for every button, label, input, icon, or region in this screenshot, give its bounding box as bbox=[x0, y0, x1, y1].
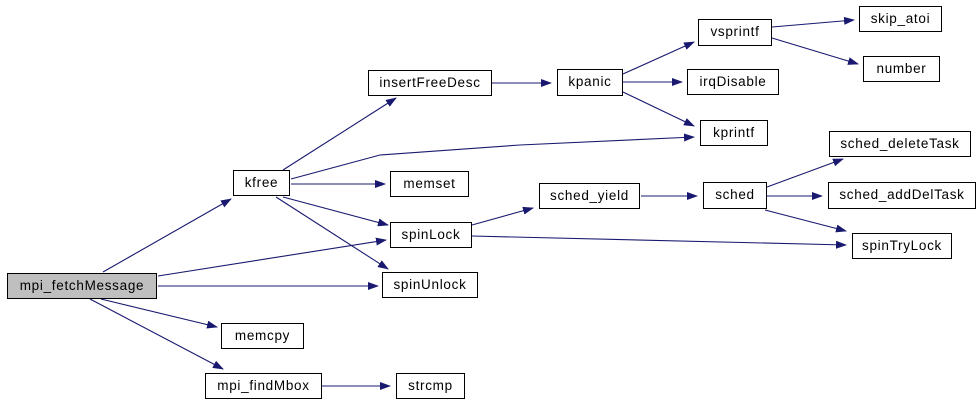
node-irqDisable[interactable]: irqDisable bbox=[687, 69, 779, 95]
node-mpi_fetchMessage: mpi_fetchMessage bbox=[7, 273, 157, 299]
edge-kfree-to-kprintf bbox=[290, 133, 695, 180]
node-kfree[interactable]: kfree bbox=[233, 170, 290, 196]
node-kprintf[interactable]: kprintf bbox=[700, 120, 768, 146]
node-sched_yield[interactable]: sched_yield bbox=[539, 183, 640, 209]
node-label-skip_atoi: skip_atoi bbox=[870, 10, 931, 26]
node-sched_deleteTask[interactable]: sched_deleteTask bbox=[829, 131, 971, 157]
node-memset[interactable]: memset bbox=[390, 171, 469, 197]
node-number[interactable]: number bbox=[863, 56, 940, 82]
edge-vsprintf-to-number bbox=[771, 37, 859, 65]
edge-mpi_fetchMessage-to-memcpy bbox=[100, 298, 218, 329]
node-label-sched: sched bbox=[715, 187, 755, 203]
node-label-memset: memset bbox=[403, 175, 456, 191]
node-spinLock[interactable]: spinLock bbox=[390, 222, 472, 248]
node-label-vsprintf: vsprintf bbox=[710, 24, 760, 40]
node-sched_addDelTask[interactable]: sched_addDelTask bbox=[828, 182, 976, 209]
edge-kfree-to-spinLock bbox=[282, 196, 389, 227]
node-skip_atoi[interactable]: skip_atoi bbox=[859, 6, 942, 32]
edge-spinLock-to-spinTryLock bbox=[471, 235, 847, 249]
node-spinTryLock[interactable]: spinTryLock bbox=[852, 233, 952, 259]
node-label-sched_yield: sched_yield bbox=[550, 187, 629, 203]
node-label-sched_addDelTask: sched_addDelTask bbox=[839, 187, 965, 203]
node-strcmp[interactable]: strcmp bbox=[396, 373, 465, 399]
node-label-kprintf: kprintf bbox=[713, 124, 755, 140]
node-label-spinTryLock: spinTryLock bbox=[862, 237, 942, 253]
edge-vsprintf-to-skip_atoi bbox=[771, 16, 855, 28]
edge-kpanic-to-vsprintf bbox=[622, 41, 695, 75]
node-label-memcpy: memcpy bbox=[234, 327, 291, 343]
edge-kfree-to-insertFreeDesc bbox=[282, 97, 397, 171]
node-mpi_findMbox[interactable]: mpi_findMbox bbox=[205, 373, 322, 399]
node-vsprintf[interactable]: vsprintf bbox=[698, 19, 772, 46]
node-label-insertFreeDesc: insertFreeDesc bbox=[379, 74, 481, 90]
node-label-strcmp: strcmp bbox=[408, 377, 453, 393]
node-sched[interactable]: sched bbox=[703, 182, 767, 209]
edge-mpi_fetchMessage-to-spinLock bbox=[157, 237, 387, 277]
edge-sched-to-sched_deleteTask bbox=[766, 158, 844, 188]
node-spinUnlock[interactable]: spinUnlock bbox=[382, 272, 478, 298]
node-label-spinLock: spinLock bbox=[401, 226, 461, 242]
node-memcpy[interactable]: memcpy bbox=[221, 323, 304, 349]
node-label-number: number bbox=[876, 60, 927, 76]
node-label-sched_deleteTask: sched_deleteTask bbox=[840, 135, 960, 151]
edge-spinLock-to-sched_yield bbox=[471, 206, 534, 226]
edge-mpi_fetchMessage-to-kfree bbox=[102, 198, 232, 273]
node-kpanic[interactable]: kpanic bbox=[557, 69, 623, 96]
node-label-kpanic: kpanic bbox=[568, 74, 612, 90]
edge-kpanic-to-kprintf bbox=[622, 91, 695, 127]
node-insertFreeDesc[interactable]: insertFreeDesc bbox=[368, 70, 492, 96]
node-label-spinUnlock: spinUnlock bbox=[393, 276, 467, 292]
node-label-kfree: kfree bbox=[244, 174, 279, 190]
edge-sched-to-spinTryLock bbox=[764, 209, 847, 233]
call-graph-edges bbox=[89, 16, 859, 390]
node-label-mpi_findMbox: mpi_findMbox bbox=[217, 377, 310, 393]
node-label-irqDisable: irqDisable bbox=[699, 73, 767, 89]
edge-kfree-to-spinUnlock bbox=[275, 196, 389, 270]
edge-mpi_fetchMessage-to-mpi_findMbox bbox=[89, 298, 224, 370]
node-label-mpi_fetchMessage: mpi_fetchMessage bbox=[19, 277, 145, 293]
